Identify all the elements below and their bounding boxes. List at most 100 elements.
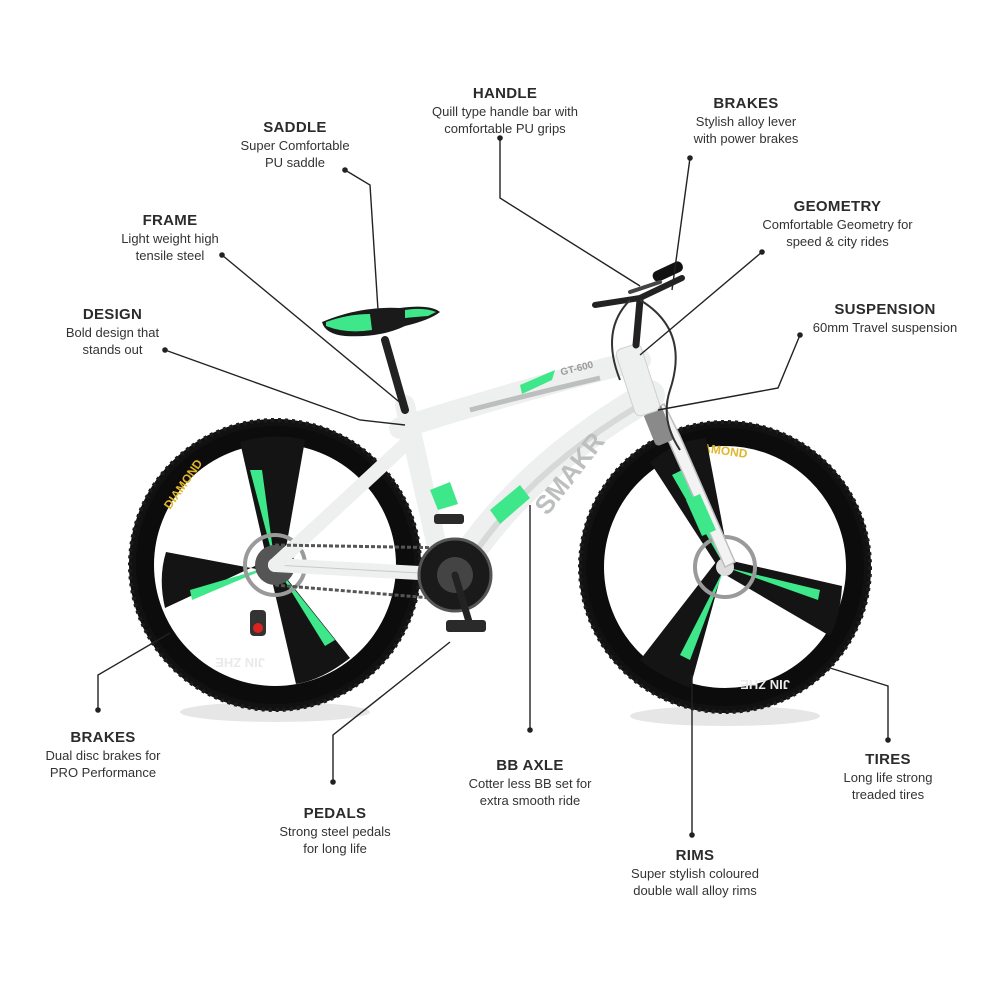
- crank-arm: [451, 571, 474, 629]
- callout-desc: Cotter less BB set for: [468, 776, 592, 791]
- handlebar: [592, 275, 685, 308]
- callout-desc: Dual disc brakes for: [45, 748, 161, 763]
- callout-title: PEDALS: [303, 805, 367, 822]
- leader-dot-bb-axle: [527, 727, 533, 733]
- seat-tube: [395, 395, 450, 570]
- leader-frame: [221, 254, 404, 406]
- down-tube-shade: [467, 402, 642, 562]
- leader-dot-saddle: [342, 167, 348, 173]
- leader-dot-brakes-bottom: [95, 707, 101, 713]
- callout-brakes-top: BRAKES Stylish alloy lever with power br…: [656, 94, 836, 147]
- callout-desc: Stylish alloy lever: [695, 114, 797, 129]
- callout-desc: PU saddle: [265, 155, 325, 170]
- callout-desc: Super stylish coloured: [631, 866, 759, 881]
- front-tire-tread: [578, 420, 872, 714]
- leader-dot-suspension: [797, 332, 803, 338]
- callout-desc: Light weight high: [121, 231, 219, 246]
- front-spoke-accent-2: [725, 567, 820, 600]
- callout-title: BB AXLE: [496, 757, 564, 774]
- frame-green-accent-top: [520, 370, 555, 394]
- callout-desc: Quill type handle bar with: [432, 104, 578, 119]
- callout-desc: comfortable PU grips: [444, 121, 566, 136]
- leader-suspension: [657, 334, 801, 411]
- leader-dot-frame: [219, 252, 225, 258]
- leader-handle: [499, 138, 641, 287]
- callout-desc: speed & city rides: [786, 234, 889, 249]
- leader-saddle: [344, 169, 379, 311]
- top-tube: [389, 349, 651, 439]
- callout-suspension: SUSPENSION 60mm Travel suspension: [785, 300, 985, 336]
- callout-title: FRAME: [142, 212, 198, 229]
- callout-title: RIMS: [675, 847, 715, 864]
- callout-desc: treaded tires: [851, 787, 925, 802]
- front-tire: [579, 421, 871, 713]
- callout-tires: TIRES Long life strong treaded tires: [808, 750, 968, 803]
- frame-green-accent-2: [430, 482, 458, 510]
- seat-stay: [268, 433, 417, 572]
- leader-design: [164, 349, 406, 426]
- leader-tires: [829, 667, 889, 740]
- callout-desc: double wall alloy rims: [633, 883, 757, 898]
- rear-wheel-shadow: [180, 702, 370, 722]
- leader-dot-tires: [885, 737, 891, 743]
- leader-dot-design: [162, 347, 168, 353]
- front-spoke-accent-3: [680, 567, 725, 660]
- rear-tire: [129, 419, 421, 711]
- leader-dot-rims: [689, 832, 695, 838]
- rear-rim-text-jinzhe: JIN ZHE: [215, 655, 265, 670]
- callout-design: DESIGN Bold design that stands out: [40, 305, 185, 358]
- rear-brake-cable: [611, 299, 631, 381]
- callout-title: HANDLE: [472, 85, 538, 102]
- callout-title: GEOMETRY: [793, 198, 882, 215]
- callout-rims: RIMS Super stylish coloured double wall …: [595, 846, 795, 899]
- callout-saddle: SADDLE Super Comfortable PU saddle: [210, 118, 380, 171]
- front-suspension-fork: [636, 389, 736, 569]
- stem: [632, 296, 644, 349]
- leader-dot-brakes-top: [687, 155, 693, 161]
- callout-frame: FRAME Light weight high tensile steel: [90, 211, 250, 264]
- rear-spoke-accent-1: [250, 470, 275, 565]
- saddle-green-right: [405, 308, 436, 318]
- callout-desc: for long life: [303, 841, 367, 856]
- callout-desc: stands out: [82, 342, 143, 357]
- callout-desc: Strong steel pedals: [279, 824, 391, 839]
- rear-rim: [136, 426, 414, 704]
- rear-spoke-accent-2: [190, 565, 275, 600]
- callout-desc: extra smooth ride: [479, 793, 581, 808]
- pedal-top: [434, 514, 464, 524]
- front-rim: [586, 428, 864, 706]
- callout-title: SUSPENSION: [834, 301, 936, 318]
- leader-dot-geometry: [759, 249, 765, 255]
- saddle-green-left: [326, 314, 372, 332]
- callout-desc: Long life strong: [843, 770, 933, 785]
- callout-pedals: PEDALS Strong steel pedals for long life: [250, 804, 420, 857]
- rear-spoke-top: [240, 436, 305, 565]
- saddle-assembly: [322, 306, 440, 414]
- callout-geometry: GEOMETRY Comfortable Geometry for speed …: [730, 197, 945, 250]
- brake-cable: [639, 299, 681, 451]
- rear-spoke-right: [270, 570, 350, 684]
- leader-pedals: [332, 641, 451, 782]
- callout-title: SADDLE: [263, 119, 327, 136]
- top-tube-grey-stripe: [469, 375, 601, 413]
- head-tube: [615, 343, 661, 417]
- callout-title: BRAKES: [70, 729, 136, 746]
- leader-dot-pedals: [330, 779, 336, 785]
- drivetrain: [274, 514, 493, 632]
- leader-brakes-bottom: [97, 632, 171, 710]
- callout-title: TIRES: [865, 751, 911, 768]
- fork-green-accent: [686, 494, 716, 536]
- callout-desc: Bold design that: [65, 325, 160, 340]
- callout-desc: 60mm Travel suspension: [812, 320, 958, 335]
- front-spoke-bottom: [640, 562, 722, 688]
- callout-desc: tensile steel: [135, 248, 205, 263]
- front-rim-text-jinzhe: JIN ZHE: [740, 677, 790, 692]
- callout-title: BRAKES: [713, 95, 779, 112]
- callout-handle: HANDLE Quill type handle bar with comfor…: [385, 84, 625, 137]
- rear-derailleur-red-part: [253, 623, 263, 633]
- brake-lever: [628, 280, 662, 294]
- callout-title: DESIGN: [82, 306, 143, 323]
- callout-desc: Comfortable Geometry for: [762, 217, 913, 232]
